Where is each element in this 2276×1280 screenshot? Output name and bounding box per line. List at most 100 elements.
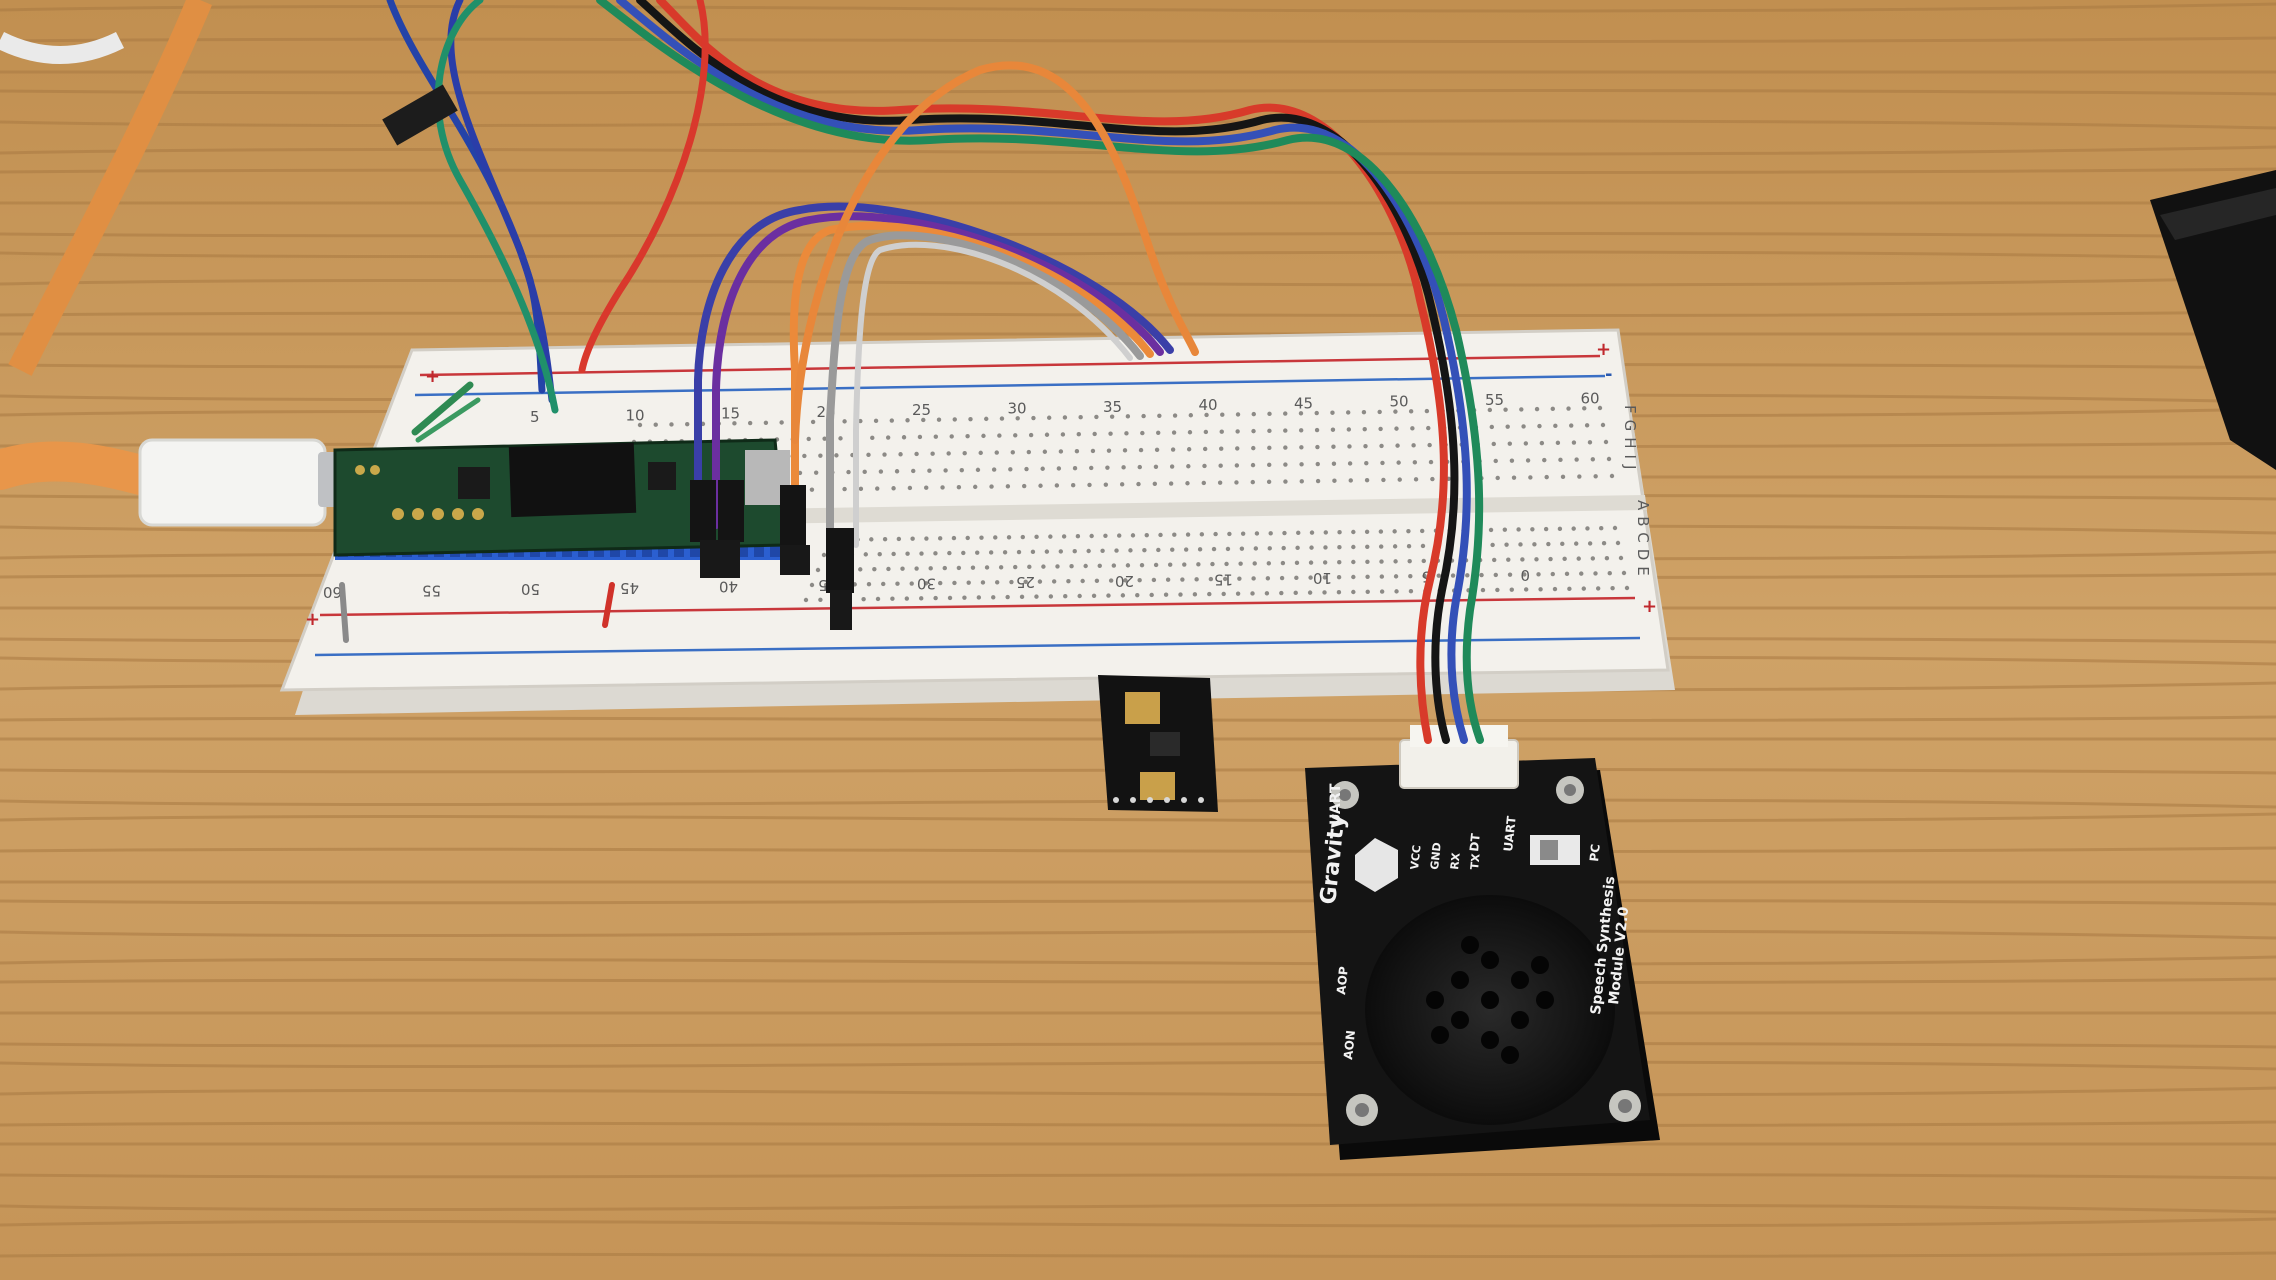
breadboard-hole	[1267, 546, 1272, 551]
breadboard-hole	[914, 566, 919, 571]
breadboard-hole	[907, 485, 913, 491]
breadboard-hole	[1128, 548, 1133, 553]
wood-grain-line	[0, 2, 2276, 13]
breadboard-hole	[1365, 544, 1370, 549]
breadboard-hole	[1407, 558, 1412, 564]
breadboard-hole	[862, 469, 867, 475]
breadboard-hole	[1546, 541, 1551, 547]
breadboard-hole	[821, 552, 827, 558]
wood-grain-line	[0, 955, 2276, 966]
breadboard-hole	[1566, 406, 1571, 411]
breadboard-hole	[984, 565, 990, 570]
breadboard-hole	[940, 485, 945, 490]
wood-grain-line	[0, 1217, 2276, 1228]
breadboard-column-number: 60	[1581, 389, 1600, 407]
breadboard-hole	[1587, 440, 1593, 445]
breadboard-hole	[993, 535, 998, 540]
breadboard-column-number: 55	[422, 582, 441, 600]
breadboard-hole	[1103, 482, 1109, 487]
breadboard-hole	[1516, 527, 1521, 532]
breadboard-hole	[1331, 444, 1336, 449]
breadboard-hole	[928, 566, 933, 571]
breadboard-hole	[1410, 426, 1415, 431]
breadboard-hole	[1016, 549, 1022, 555]
breadboard-hole	[1337, 560, 1342, 565]
breadboard-hole	[1351, 589, 1356, 595]
wood-grain-line	[0, 1203, 2276, 1214]
module-pin-label: VCC	[1408, 844, 1424, 870]
breadboard-hole	[1322, 575, 1328, 580]
breadboard-hole	[1491, 441, 1496, 447]
breadboard-hole	[936, 417, 942, 422]
module-pin-label: TX	[1468, 853, 1483, 871]
sensor-pin-hole	[1198, 797, 1204, 803]
breadboard-hole	[1154, 447, 1160, 453]
breadboard-hole	[909, 581, 914, 586]
breadboard-hole	[1294, 560, 1300, 566]
wood-grain-line	[0, 89, 2276, 96]
breadboard-hole	[1571, 440, 1577, 445]
breadboard-hole	[891, 551, 896, 557]
breadboard-hole	[1266, 479, 1272, 485]
breadboard-hole	[881, 581, 886, 587]
breadboard-hole	[1080, 578, 1085, 584]
breadboard-hole	[1381, 477, 1386, 483]
breadboard-hole	[1279, 590, 1284, 596]
breadboard-hole	[1182, 562, 1187, 567]
breadboard-hole	[1536, 572, 1541, 577]
breadboard-hole	[1077, 593, 1082, 599]
breadboard-hole	[1013, 564, 1018, 570]
breadboard-hole	[1180, 577, 1185, 582]
breadboard-column-number: 35	[1103, 398, 1122, 416]
breadboard-hole	[1450, 573, 1456, 578]
wood-grain-line	[0, 1042, 2276, 1049]
breadboard-hole	[1268, 531, 1273, 536]
breadboard-hole	[1351, 544, 1356, 550]
breadboard-hole	[1587, 541, 1593, 546]
breadboard-hole	[1058, 549, 1064, 554]
breadboard-hole	[1238, 561, 1243, 566]
breadboard-hole	[1192, 592, 1198, 597]
breadboard-hole	[1186, 464, 1191, 469]
breadboard-hole	[1518, 542, 1523, 547]
wood-grain-line	[0, 36, 2276, 43]
breadboard-hole	[991, 467, 997, 472]
breadboard-hole	[885, 435, 891, 440]
breadboard-hole	[1075, 534, 1081, 539]
breadboard-hole	[1123, 578, 1128, 583]
breadboard-column-number: 15	[721, 405, 740, 423]
uart-label: UART	[1328, 783, 1344, 825]
breadboard-hole	[1151, 577, 1157, 583]
breadboard-hole	[1606, 456, 1612, 462]
breadboard-hole	[1569, 423, 1574, 428]
breadboard-hole	[1579, 571, 1584, 576]
speaker-hole	[1426, 991, 1444, 1009]
breadboard-row-letters-top: FGHIJ	[1621, 405, 1639, 475]
breadboard-hole	[1156, 547, 1161, 553]
breadboard-hole	[968, 416, 973, 422]
switch-label-dt: DT	[1467, 832, 1483, 852]
breadboard-hole	[1070, 482, 1076, 488]
breadboard-hole	[1299, 479, 1304, 484]
breadboard-hole	[1408, 409, 1414, 414]
wood-grain-line	[0, 929, 2276, 940]
breadboard-hole	[1030, 549, 1036, 555]
breadboard-hole	[1187, 430, 1193, 435]
audio-label-aon: AON	[1341, 1029, 1358, 1060]
breadboard-hole	[1610, 586, 1615, 591]
breadboard-hole	[1348, 478, 1353, 483]
breadboard-hole	[1141, 413, 1146, 419]
breadboard-hole	[1005, 594, 1010, 600]
breadboard-hole	[1314, 427, 1320, 433]
breadboard-hole	[1194, 577, 1199, 582]
breadboard-hole	[962, 595, 967, 600]
breadboard-hole	[1121, 465, 1126, 470]
breadboard-hole	[905, 418, 910, 423]
breadboard-hole	[981, 433, 986, 439]
wood-grain-line	[0, 846, 2276, 853]
breadboard-hole	[1267, 462, 1272, 468]
breadboard-hole	[1282, 530, 1287, 536]
breadboard-hole	[1428, 459, 1434, 465]
breadboard-hole	[1522, 572, 1527, 577]
